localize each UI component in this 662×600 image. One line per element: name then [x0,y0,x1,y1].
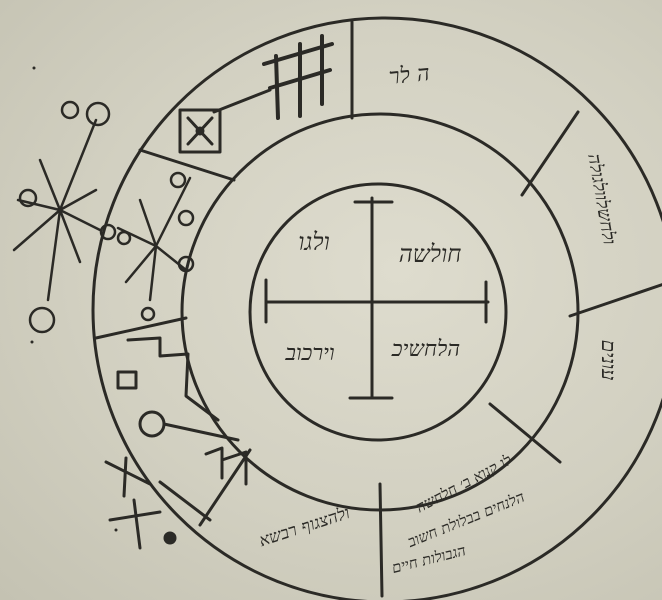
ring-text-right: עונים [597,340,621,381]
center-text-top-right: חולשה [399,240,462,268]
star-sigil-outer [14,102,115,332]
ring-text-top: ה לר [388,61,431,90]
ring-text-lower-right-3: הגבולות חיים [390,541,468,577]
h-seal-glyph [264,36,332,118]
ink-dot [33,67,36,70]
ring-divider [570,284,662,316]
ring-text-upper-right: ולחשלוולגולה [583,152,620,246]
ring-divider [380,484,382,596]
center-text-bottom-left: וירכוב [284,341,334,366]
ink-dot [115,529,118,532]
inner-circle [250,184,506,440]
ink-dot [31,341,34,344]
ring-divider [140,150,234,180]
middle-ring-circle [182,114,578,510]
center-text-top-left: ולגו [298,228,329,256]
ring-text-bottom-left: ולהצגוף רבשא [257,503,353,551]
lower-sigil [106,338,246,548]
ring-divider [96,318,186,338]
ring-divider [522,112,578,195]
boxed-cross-glyph [180,90,270,152]
ring-divider [200,450,250,525]
center-text-bottom-right: הלחשיכ [391,337,460,362]
